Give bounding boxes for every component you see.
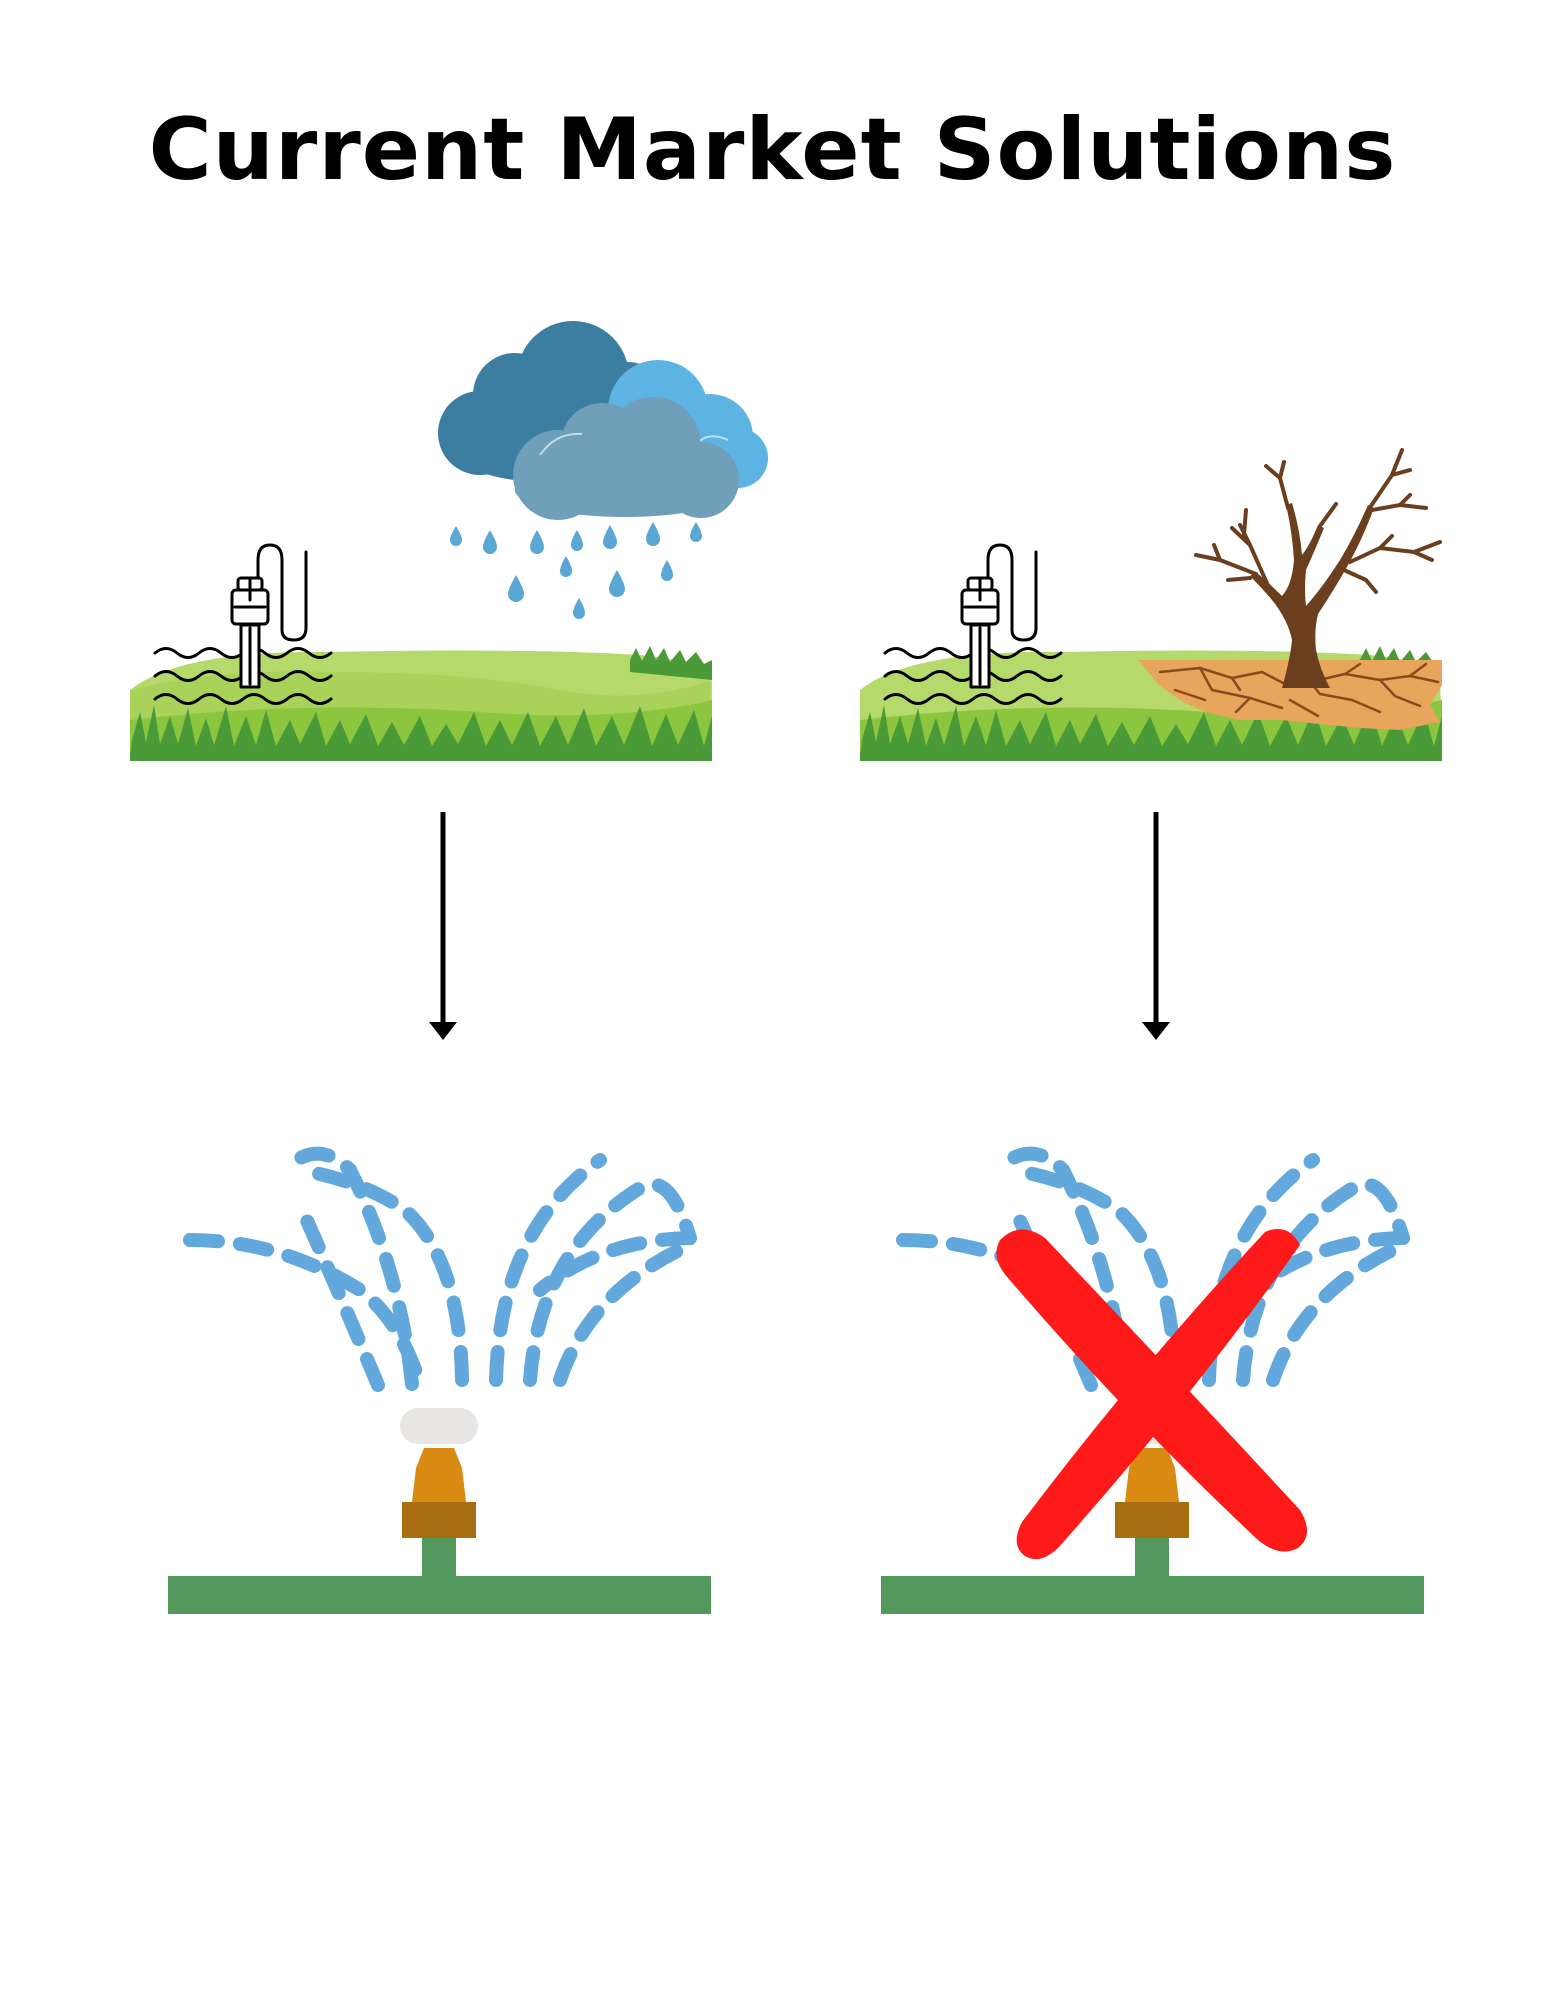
rain-cloud-icon: [438, 321, 768, 520]
green-field-icon: [130, 646, 712, 761]
right-scene: [860, 448, 1442, 761]
red-cross-icon: [996, 1228, 1308, 1560]
arrow-left: [429, 812, 457, 1040]
page-title: Current Market Solutions: [148, 100, 1397, 200]
soil-moisture-sensor-icon: [153, 543, 333, 705]
dry-cracked-soil-icon: [1138, 660, 1442, 730]
dead-tree-icon: [1194, 448, 1442, 688]
water-spray: [896, 1146, 1410, 1392]
soil-moisture-sensor-icon: [883, 543, 1063, 705]
left-scene: [130, 321, 768, 761]
arrow-right: [1142, 812, 1170, 1040]
sprinkler-icon: [168, 1146, 711, 1614]
water-spray: [183, 1146, 697, 1392]
rain-drops: [450, 522, 702, 619]
